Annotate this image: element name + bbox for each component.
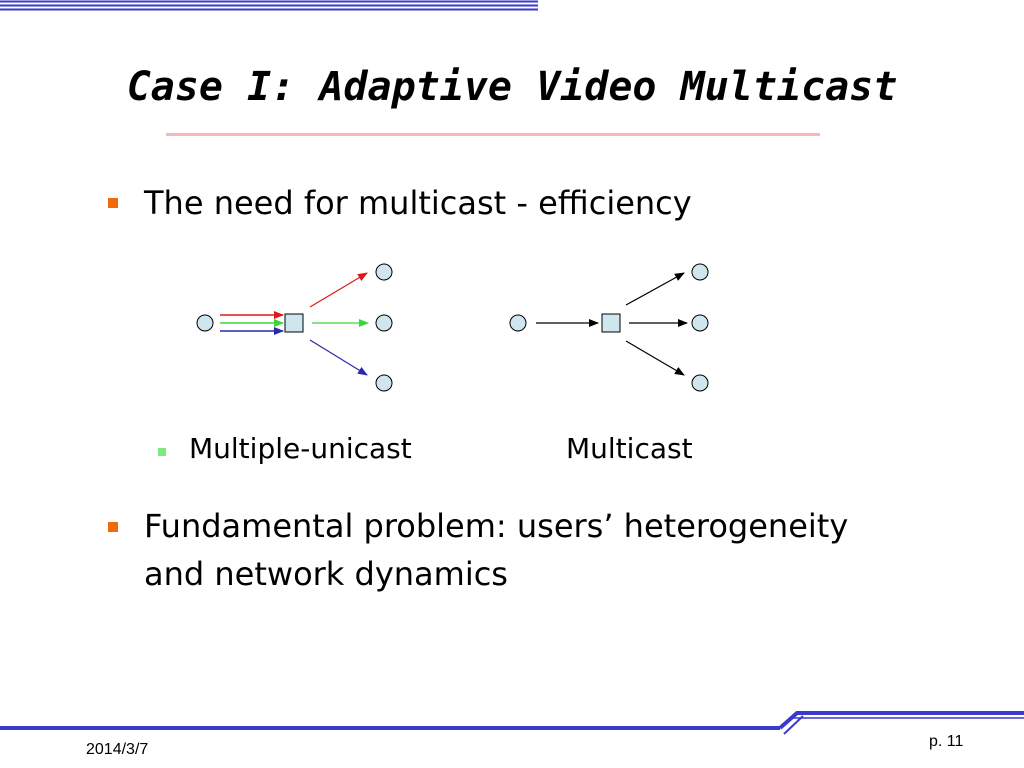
multicast-out-3 [625, 340, 685, 376]
bullet-marker-2 [108, 522, 118, 532]
receiver-node-right-3 [691, 374, 709, 392]
source-node-right [509, 314, 527, 332]
sub-bullet-marker [158, 448, 166, 456]
router-node-right [601, 313, 621, 333]
footer-date: 2014/3/7 [86, 741, 149, 758]
multiple-unicast-diagram [196, 263, 393, 392]
multicast-diagram [196, 263, 709, 392]
label-multiple-unicast: Multiple-unicast [189, 432, 412, 465]
receiver-node-left-1 [375, 263, 393, 281]
footer-decoration [0, 711, 1024, 735]
receiver-node-left-2 [375, 314, 393, 332]
top-decoration [0, 0, 538, 11]
title-underline [166, 133, 820, 136]
source-node-left [196, 314, 214, 332]
page-number: p. 11 [929, 733, 964, 750]
multicast-diagram-right [509, 263, 709, 392]
bullet-text-2-line-1: Fundamental problem: users’ heterogeneit… [144, 507, 849, 545]
multicast-out-1 [625, 272, 685, 306]
unicast-out-blue [309, 339, 368, 376]
unicast-out-red [309, 272, 368, 308]
router-node-left [284, 313, 304, 333]
slide-title: Case I: Adaptive Video Multicast [126, 64, 898, 110]
bullet-text-2-line-2: and network dynamics [144, 555, 508, 593]
bullet-marker-1 [108, 198, 118, 208]
receiver-node-right-2 [691, 314, 709, 332]
bullet-text-1: The need for multicast - efficiency [144, 184, 692, 222]
receiver-node-right-1 [691, 263, 709, 281]
receiver-node-left-3 [375, 374, 393, 392]
label-multicast: Multicast [566, 432, 693, 465]
